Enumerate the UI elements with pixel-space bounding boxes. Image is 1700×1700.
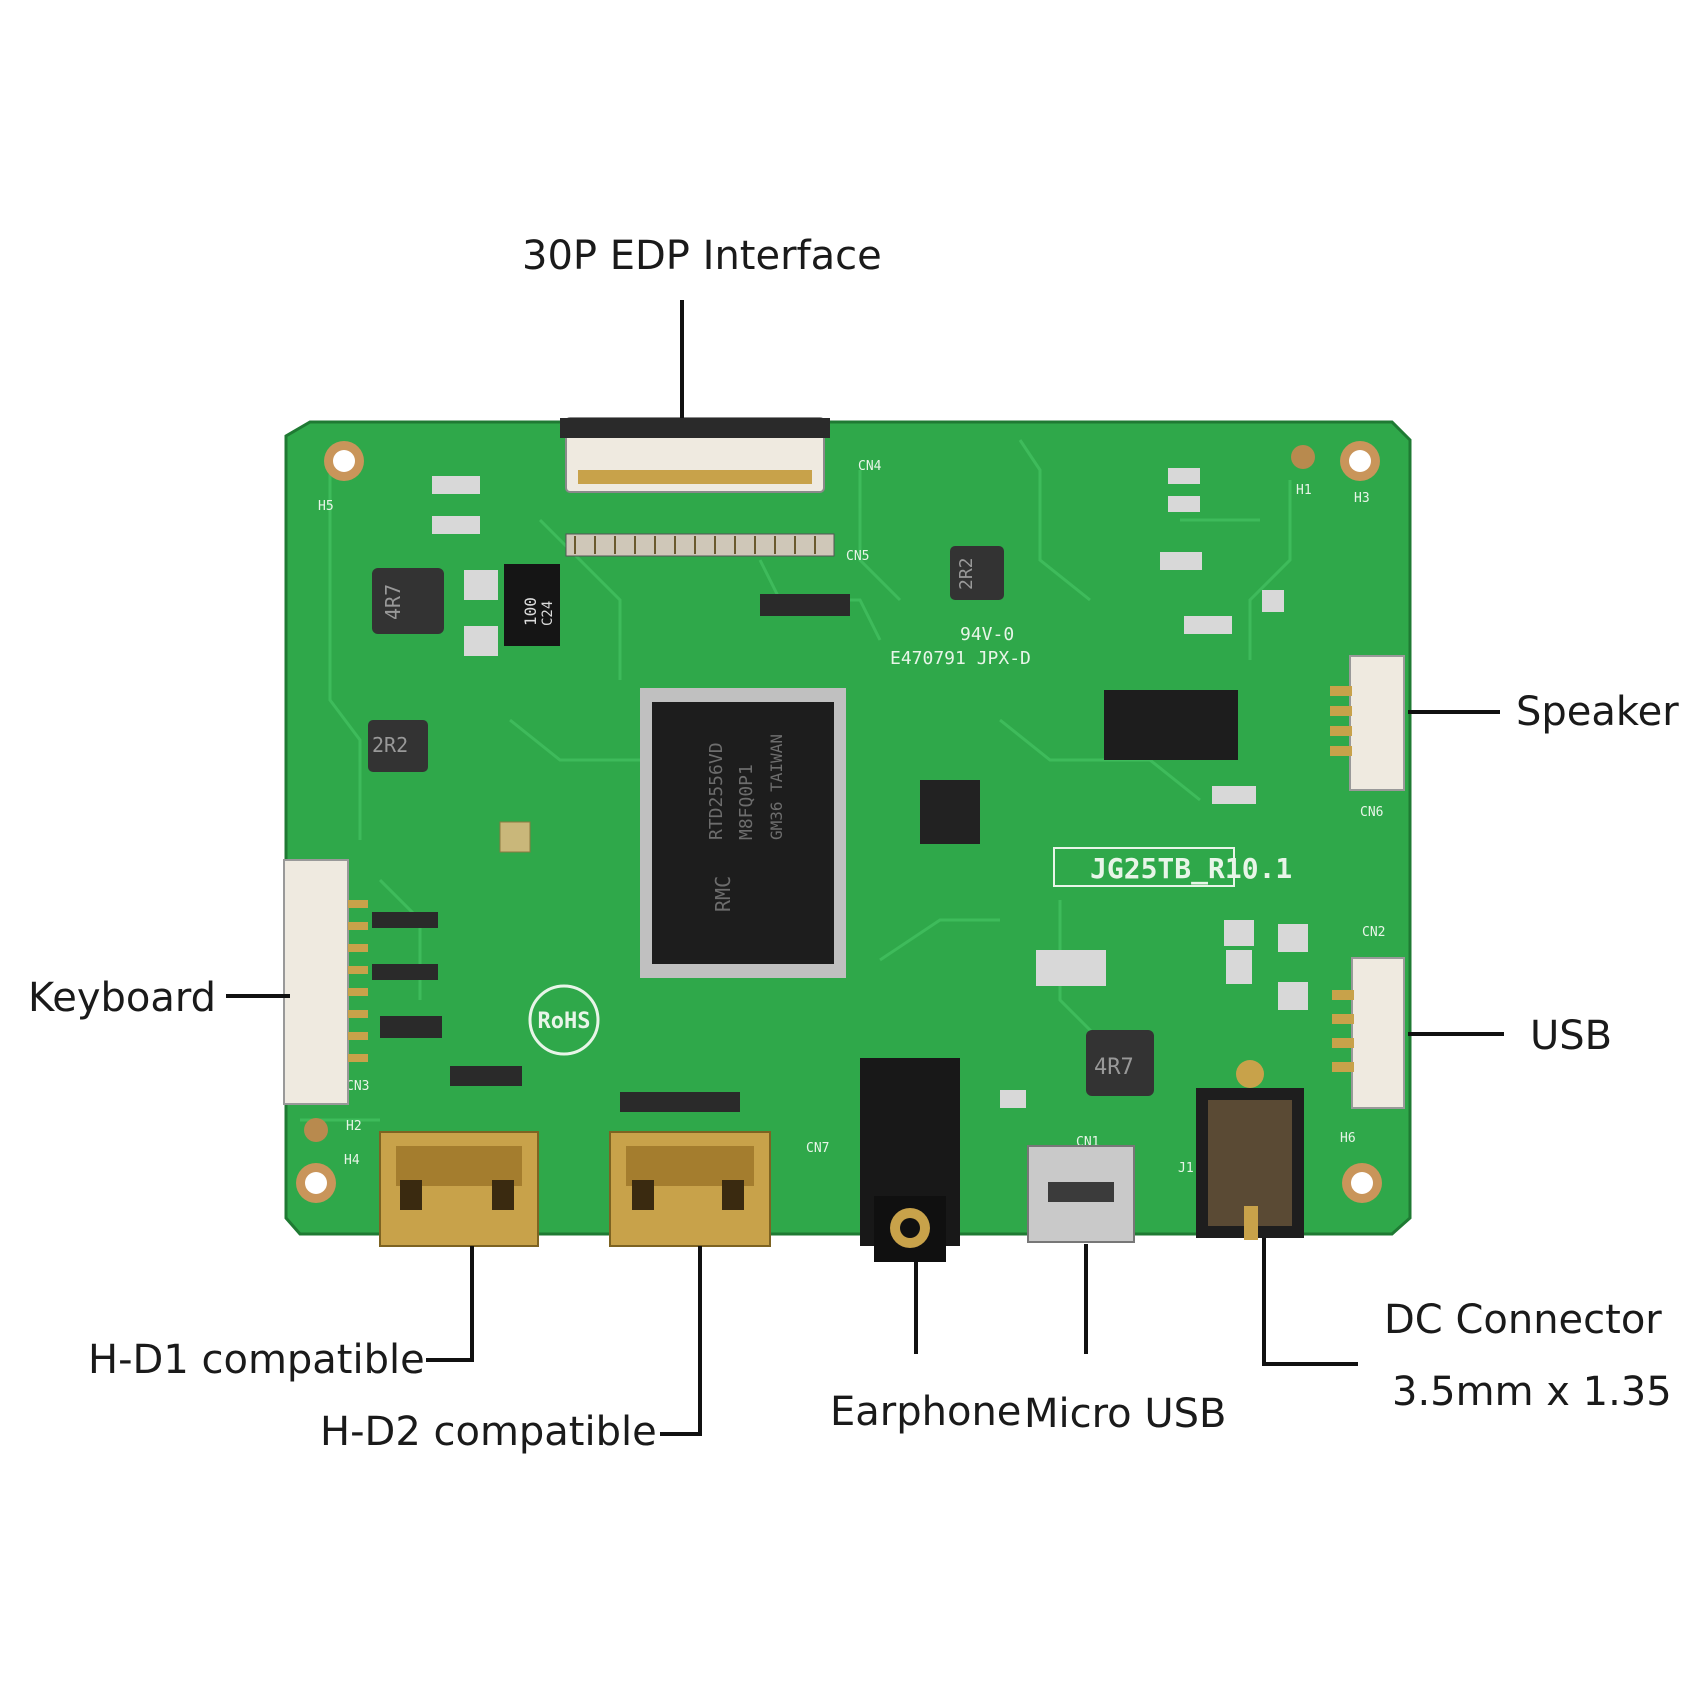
label-dc-size: 3.5mm x 1.35 (1392, 1369, 1672, 1415)
dc-line (1262, 1238, 1358, 1366)
hdmi-port-2 (609, 1131, 771, 1247)
chip-text-2: M8FQ0P1 (736, 764, 757, 840)
svg-text:RoHS: RoHS (538, 1009, 591, 1034)
svg-text:H2: H2 (346, 1119, 362, 1134)
speaker-connector (1330, 655, 1405, 791)
chip-text-3: GM36 TAIWAN (767, 734, 786, 840)
rohs-mark: RoHS (528, 984, 600, 1056)
svg-text:H4: H4 (344, 1153, 360, 1168)
label-earphone: Earphone (830, 1389, 1022, 1435)
ul-code: E470791 JPX-D (890, 648, 1031, 669)
dc-jack (1196, 1060, 1304, 1240)
svg-text:CN5: CN5 (846, 549, 869, 564)
resistor-arrays (372, 594, 850, 1112)
hd1-line (426, 1246, 474, 1362)
label-keyboard: Keyboard (28, 975, 217, 1021)
cn5-connector (565, 533, 835, 557)
svg-text:2R2: 2R2 (956, 557, 977, 590)
chip-text-1: RTD2556VD (706, 742, 727, 840)
svg-text:J1: J1 (1178, 1161, 1194, 1176)
ic-u8 (1104, 690, 1238, 760)
inductor-left-mid: 2R2 (368, 720, 428, 772)
svg-text:CN7: CN7 (806, 1141, 829, 1156)
ul-rating: 94V-0 (960, 624, 1014, 645)
micro-usb-port (1027, 1145, 1135, 1243)
svg-text:CN4: CN4 (858, 459, 882, 474)
svg-text:H6: H6 (1340, 1131, 1356, 1146)
label-dc-connector: DC Connector (1384, 1297, 1662, 1343)
svg-text:C24: C24 (540, 601, 556, 626)
crystal (499, 821, 531, 853)
ref-designators: CN4 CN5 CN6 CN2 CN3 CN7 CN1 J1 H1 H2 H3 … (318, 459, 1385, 1176)
main-chip: RTD2556VD M8FQ0P1 GM36 TAIWAN RMC (640, 688, 846, 978)
smd-components (432, 468, 1308, 1108)
label-usb: USB (1530, 1013, 1613, 1059)
svg-text:CN2: CN2 (1362, 925, 1385, 940)
inductor-bottom-right: 4R7 (1086, 1030, 1154, 1096)
usb-header-connector (1332, 957, 1405, 1109)
earphone-jack (860, 1058, 960, 1262)
label-hd1: H-D1 compatible (88, 1337, 425, 1383)
mounting-holes (296, 441, 1382, 1203)
ic-u6 (920, 780, 980, 844)
label-edp-interface: 30P EDP Interface (522, 233, 882, 279)
inductor-top-right: 2R2 (950, 546, 1004, 600)
svg-text:4R7: 4R7 (381, 584, 405, 620)
label-hd2: H-D2 compatible (320, 1409, 657, 1455)
svg-text:CN3: CN3 (346, 1079, 369, 1094)
inductor-left-top: 4R7 (372, 568, 444, 634)
svg-text:H1: H1 (1296, 483, 1312, 498)
svg-text:CN6: CN6 (1360, 805, 1383, 820)
label-speaker: Speaker (1516, 689, 1679, 735)
hd2-line (660, 1246, 702, 1436)
chip-brand: RMC (711, 876, 735, 912)
svg-text:H3: H3 (1354, 491, 1370, 506)
board-model: JG25TB_R10.1 (1090, 852, 1292, 885)
tantalum-cap: 100 C24 (504, 564, 560, 646)
hdmi-port-1 (379, 1131, 539, 1247)
svg-text:2R2: 2R2 (372, 733, 408, 757)
label-micro-usb: Micro USB (1024, 1391, 1227, 1437)
cn5-pins (574, 536, 816, 554)
edp-connector (560, 417, 830, 493)
svg-text:100: 100 (521, 597, 540, 626)
keyboard-connector (283, 859, 368, 1105)
svg-text:4R7: 4R7 (1094, 1055, 1134, 1080)
model-box (1053, 847, 1235, 887)
svg-text:H5: H5 (318, 499, 334, 514)
